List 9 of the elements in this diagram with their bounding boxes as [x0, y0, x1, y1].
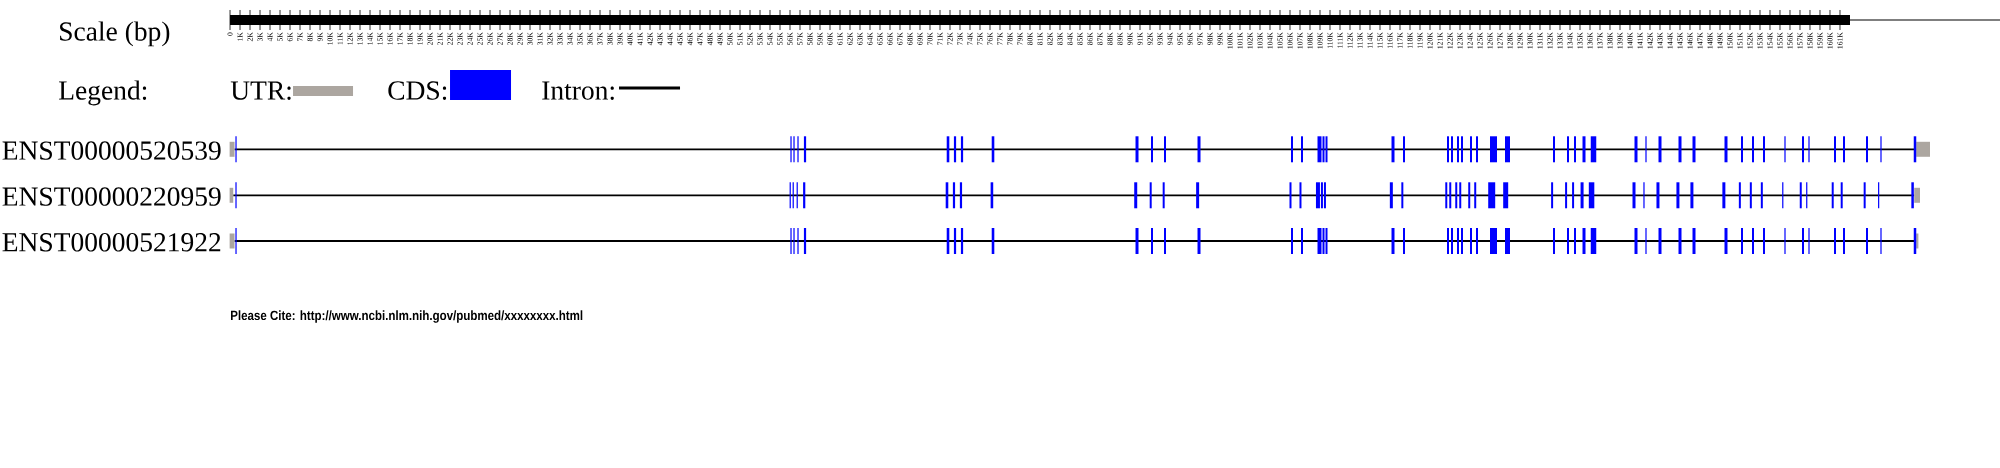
- legend-label: UTR:: [230, 81, 291, 100]
- legend-label: Intron:: [542, 81, 614, 100]
- transcript-label: ENST00000220959: [2, 187, 221, 206]
- citation-note: Please Cite: http://www.ncbi.nlm.nih.gov/pubmed/xxxxxxxx.html: [231, 310, 583, 323]
- scale-title: Scale (bp): [60, 21, 170, 47]
- legend-title: Legend:: [59, 80, 147, 106]
- transcript-label: ENST00000520539: [2, 141, 221, 160]
- legend-label: CDS:: [388, 81, 447, 100]
- transcript-label: ENST00000521922: [2, 233, 221, 252]
